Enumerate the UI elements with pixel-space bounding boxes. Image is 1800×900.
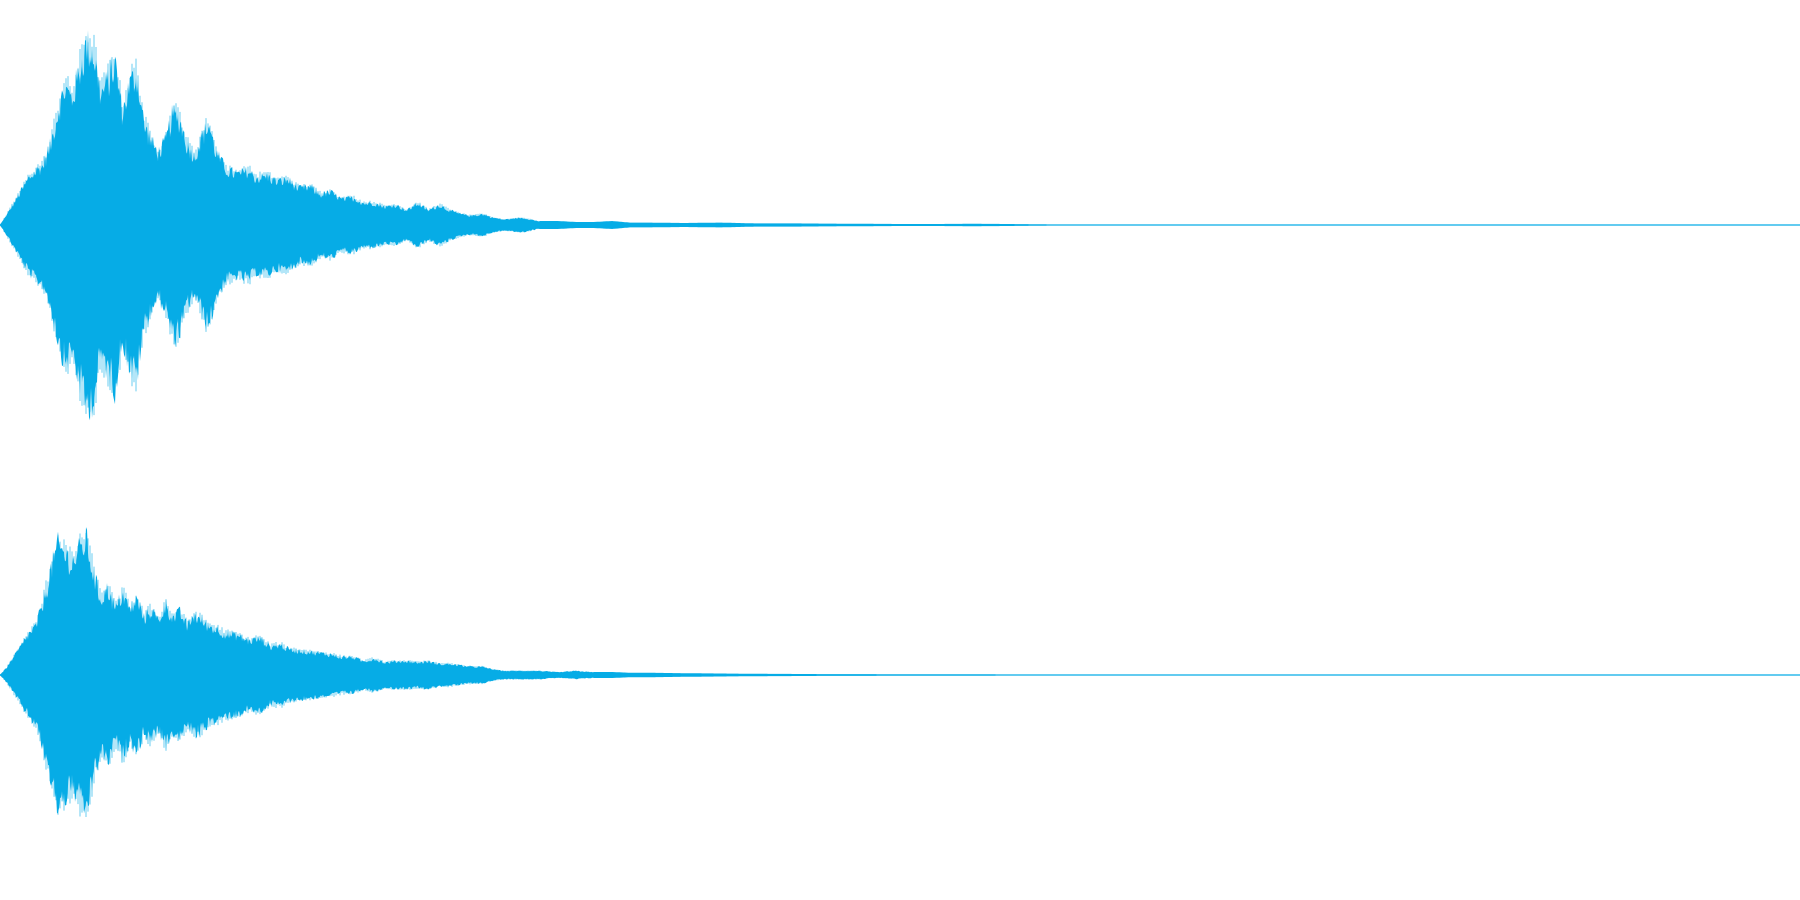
waveform-channel-1 (0, 30, 1800, 421)
waveform-channel-2 (0, 527, 1800, 817)
channel-1-waveform (0, 30, 1800, 421)
